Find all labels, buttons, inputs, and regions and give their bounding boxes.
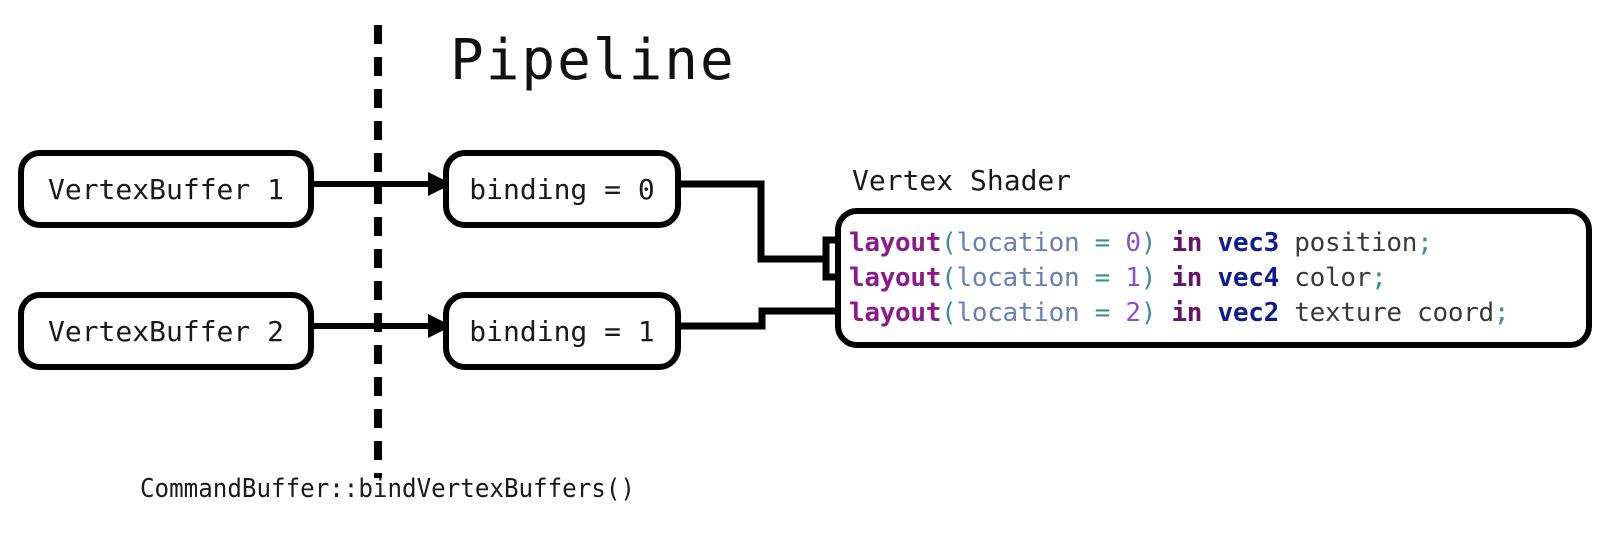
vertex-shader-code-box: layout(location = 0) in vec3 position;la… — [835, 208, 1592, 348]
page-title: Pipeline — [450, 28, 736, 93]
node-vertex-buffer-1[interactable]: VertexBuffer 1 — [18, 150, 314, 228]
code-type: vec3 — [1217, 228, 1280, 258]
code-number: 2 — [1125, 298, 1141, 328]
code-keyword: layout — [849, 298, 942, 328]
code-qualifier: in — [1156, 298, 1218, 328]
code-number: 1 — [1125, 263, 1141, 293]
code-attribute: location — [956, 263, 1080, 293]
code-attribute: location — [956, 298, 1080, 328]
code-qualifier: in — [1156, 228, 1218, 258]
wire-binding1 — [677, 307, 862, 330]
node-vertex-buffer-2[interactable]: VertexBuffer 2 — [18, 292, 314, 370]
code-equals: = — [1079, 228, 1126, 258]
code-identifier: position — [1278, 228, 1418, 258]
code-keyword: layout — [849, 263, 942, 293]
code-equals: = — [1079, 298, 1126, 328]
command-buffer-caption: CommandBuffer::bindVertexBuffers() — [140, 474, 635, 504]
code-close-paren: ) — [1140, 228, 1157, 258]
code-terminator: ; — [1417, 228, 1433, 258]
vertex-shader-label: Vertex Shader — [852, 164, 1072, 197]
code-open-paren: ( — [941, 263, 957, 293]
code-keyword: layout — [849, 228, 942, 258]
code-identifier: color — [1278, 263, 1372, 293]
code-type: vec4 — [1217, 263, 1280, 293]
shader-code-line: layout(location = 0) in vec3 position; — [849, 226, 1509, 261]
code-terminator: ; — [1371, 263, 1387, 293]
code-identifier: texture coord — [1278, 298, 1494, 328]
wire-binding0 — [677, 180, 830, 263]
node-binding-0[interactable]: binding = 0 — [443, 150, 681, 228]
shader-code-listing: layout(location = 0) in vec3 position;la… — [849, 226, 1510, 331]
code-attribute: location — [956, 228, 1080, 258]
code-open-paren: ( — [941, 298, 957, 328]
code-type: vec2 — [1217, 298, 1280, 328]
shader-code-line: layout(location = 1) in vec4 color; — [849, 261, 1509, 296]
code-number: 0 — [1125, 228, 1141, 258]
node-binding-1[interactable]: binding = 1 — [443, 292, 681, 370]
code-open-paren: ( — [941, 228, 957, 258]
code-close-paren: ) — [1140, 263, 1157, 293]
code-close-paren: ) — [1140, 298, 1157, 328]
code-equals: = — [1079, 263, 1126, 293]
code-qualifier: in — [1156, 263, 1218, 293]
code-terminator: ; — [1493, 298, 1510, 328]
shader-code-line: layout(location = 2) in vec2 texture coo… — [849, 296, 1510, 331]
